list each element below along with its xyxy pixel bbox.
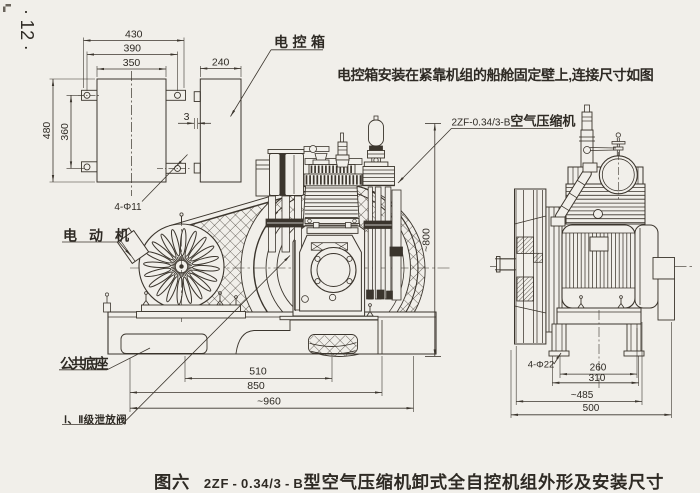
svg-text:2ZF-0.34/3-B空气压缩机: 2ZF-0.34/3-B空气压缩机 (452, 113, 576, 128)
svg-text:电控箱: 电控箱 (274, 34, 330, 50)
svg-text:480: 480 (41, 122, 53, 140)
svg-text:公共底座: 公共底座 (60, 356, 108, 372)
svg-text:· 12 ·: · 12 · (17, 9, 37, 51)
svg-text:510: 510 (249, 366, 267, 378)
svg-text:390: 390 (123, 42, 141, 54)
svg-text:电动机: 电动机 (63, 228, 141, 244)
svg-text:240: 240 (212, 56, 230, 68)
svg-text:~485: ~485 (571, 390, 594, 401)
svg-text:310: 310 (589, 373, 606, 384)
svg-text:3: 3 (184, 111, 190, 123)
svg-text:~960: ~960 (257, 396, 281, 408)
svg-text:4-Φ22: 4-Φ22 (528, 360, 555, 371)
svg-text:Ⅰ、Ⅱ级泄放阀: Ⅰ、Ⅱ级泄放阀 (64, 413, 127, 426)
svg-text:~800: ~800 (421, 228, 433, 252)
svg-text:850: 850 (247, 380, 265, 392)
svg-text:电控箱安装在紧靠机组的船舱固定壁上,连接尺寸如图: 电控箱安装在紧靠机组的船舱固定壁上,连接尺寸如图 (337, 67, 654, 83)
svg-text:500: 500 (583, 403, 600, 414)
svg-text:260: 260 (590, 363, 607, 374)
svg-text:360: 360 (59, 123, 71, 141)
svg-text:图六 2ZF - 0.34/3 - B型空气压缩机卸式全自控: 图六 2ZF - 0.34/3 - B型空气压缩机卸式全自控机组外形及安装尺寸 (154, 472, 664, 492)
svg-text:350: 350 (123, 57, 141, 69)
svg-text:4-Φ11: 4-Φ11 (114, 202, 142, 213)
svg-text:430: 430 (125, 28, 143, 40)
